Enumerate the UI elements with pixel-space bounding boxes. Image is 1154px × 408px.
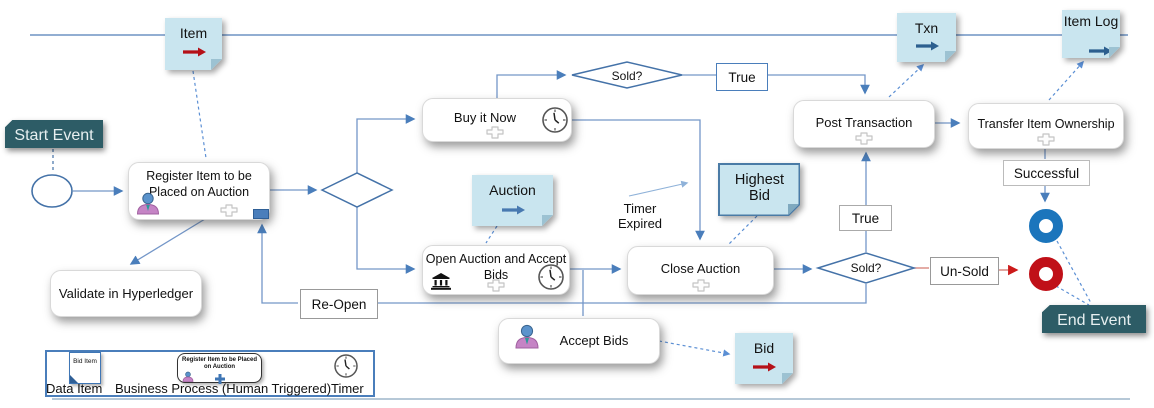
- end-event-unsold-circle: [1029, 257, 1063, 291]
- label-reopen: Re-Open: [300, 289, 378, 319]
- start-event-banner: Start Event: [5, 120, 103, 148]
- legend-data-item-shape: Bid Item: [69, 352, 101, 384]
- puzzle-marker-icon: [487, 279, 505, 295]
- note-item-label: Item: [179, 25, 208, 41]
- note-highest-bid: Highest Bid: [718, 163, 800, 216]
- start-event-banner-label: Start Event: [5, 120, 103, 148]
- legend-business-process-label: Business Process (Human Triggered): [115, 381, 332, 396]
- legend-sample-note-label: Bid Item: [73, 358, 97, 365]
- task-accept-bids: Accept Bids: [498, 318, 660, 364]
- task-register-item: Register Item to be Placed on Auction: [128, 162, 270, 220]
- task-close-auction: Close Auction: [627, 246, 774, 295]
- clock-icon: [541, 106, 569, 137]
- note-auction-label: Auction: [489, 182, 536, 198]
- task-transfer-ownership: Transfer Item Ownership: [968, 103, 1124, 149]
- person-icon: [135, 191, 161, 218]
- task-post-transaction-label: Post Transaction: [815, 115, 913, 130]
- label-successful: Successful: [1003, 160, 1090, 186]
- puzzle-marker-icon: [486, 126, 504, 142]
- puzzle-marker-icon: [855, 132, 873, 148]
- red-arrow-icon: [181, 44, 207, 62]
- sequence-flows: [73, 70, 1050, 316]
- note-item-log: Item Log: [1062, 10, 1120, 58]
- bank-icon: [430, 273, 452, 293]
- timer-expired-annotation-arrow: [628, 180, 689, 197]
- task-accept-bids-label: Accept Bids: [559, 332, 629, 348]
- note-bid: Bid: [735, 333, 793, 384]
- start-event-circle: [31, 174, 73, 208]
- gateways: [320, 61, 917, 284]
- clock-icon: [333, 353, 359, 384]
- note-txn-label: Txn: [914, 20, 939, 36]
- task-register-item-label: Register Item to be Placed on Auction: [146, 169, 252, 199]
- task-buy-it-now-label: Buy it Now: [453, 110, 517, 125]
- task-close-auction-label: Close Auction: [660, 261, 741, 276]
- person-icon: [182, 369, 194, 387]
- legend-note-fold: [70, 375, 78, 383]
- task-validate-label: Validate in Hyperledger: [58, 285, 194, 301]
- end-event-banner: End Event: [1042, 305, 1146, 333]
- gateway-sold-bottom-label: Sold?: [850, 261, 882, 275]
- blue-arrow-icon: [500, 202, 526, 220]
- note-item-log-label: Item Log: [1063, 13, 1119, 29]
- task-open-auction-label: Open Auction and Accept Bids: [425, 252, 567, 282]
- clock-icon: [537, 263, 565, 294]
- task-open-auction: Open Auction and Accept Bids: [422, 245, 570, 295]
- gateway-diamond: [320, 172, 394, 208]
- plus-icon: [215, 371, 225, 389]
- label-true-bottom: True: [839, 205, 892, 231]
- legend-timer-label: Timer: [331, 381, 364, 396]
- loop-marker-icon: [253, 209, 269, 219]
- legend-sample-process-label: Register Item to be Placed on Auction: [181, 357, 258, 371]
- person-icon: [513, 323, 541, 352]
- task-validate-hyperledger: Validate in Hyperledger: [50, 270, 202, 317]
- note-item: Item: [165, 18, 222, 70]
- end-event-success-circle: [1029, 209, 1063, 243]
- task-buy-it-now: Buy it Now: [422, 98, 572, 142]
- task-post-transaction: Post Transaction: [793, 100, 935, 148]
- label-timer-expired: Timer Expired: [617, 201, 663, 231]
- note-bid-label: Bid: [753, 340, 775, 356]
- note-auction: Auction: [472, 175, 553, 226]
- note-highest-bid-label: Highest Bid: [734, 171, 785, 205]
- navy-arrow-icon: [914, 38, 940, 56]
- legend-process-shape: Register Item to be Placed on Auction: [177, 353, 262, 384]
- end-event-banner-label: End Event: [1042, 305, 1146, 333]
- gateway-sold-bottom: [815, 252, 917, 284]
- label-true-top: True: [716, 63, 768, 91]
- label-unsold: Un-Sold: [930, 257, 999, 285]
- puzzle-marker-icon: [692, 279, 710, 295]
- gateway-sold-top-label: Sold?: [611, 69, 643, 83]
- task-transfer-ownership-label: Transfer Item Ownership: [977, 117, 1115, 131]
- puzzle-marker-icon: [220, 204, 238, 220]
- gateway-sold-top: [571, 61, 683, 89]
- legend-data-item-label: Data Item: [46, 381, 103, 396]
- navy-arrow-icon: [1087, 43, 1113, 61]
- data-associations: [52, 60, 1092, 357]
- note-txn: Txn: [897, 13, 956, 62]
- puzzle-marker-icon: [1037, 133, 1055, 149]
- red-arrow-icon: [751, 359, 777, 377]
